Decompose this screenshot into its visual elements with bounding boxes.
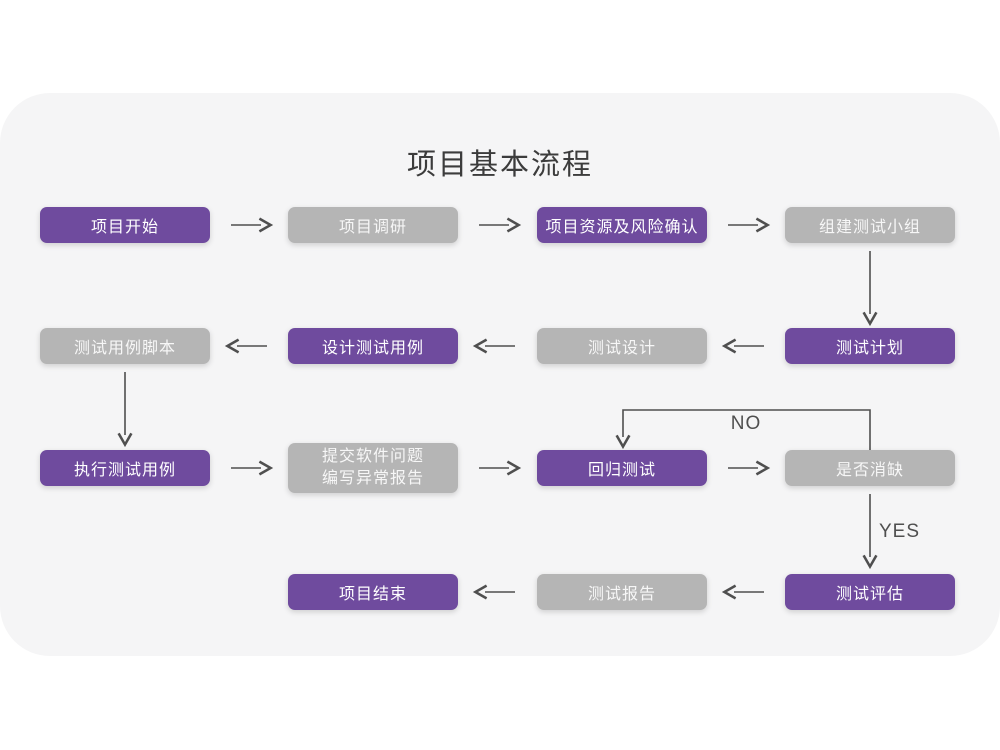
- flow-node-label: 测试设计: [587, 340, 656, 357]
- flow-node-label: 测试报告: [587, 586, 656, 603]
- flow-node-label: 设计测试用例: [321, 340, 424, 357]
- flow-node-label-line1: 提交软件问题: [321, 448, 424, 465]
- page-title: 项目基本流程: [406, 149, 593, 181]
- flow-node-design-test-case: 设计测试用例: [288, 328, 458, 364]
- flow-node-regression-test: 回归测试: [537, 450, 707, 486]
- flow-node-project-end: 项目结束: [288, 574, 458, 610]
- flow-node-label: 测试计划: [835, 340, 904, 357]
- flowchart-card: [0, 93, 1000, 656]
- flow-node-label: 执行测试用例: [73, 462, 176, 479]
- flow-node-label-line2: 编写异常报告: [321, 470, 424, 487]
- flow-node-label: 回归测试: [587, 462, 656, 479]
- flow-node-defect-cleared: 是否消缺: [785, 450, 955, 486]
- flow-node-label: 组建测试小组: [818, 219, 921, 236]
- flow-node-test-case-script: 测试用例脚本: [40, 328, 210, 364]
- flow-node-risk-confirm: 项目资源及风险确认: [537, 207, 707, 243]
- flow-node-build-test-team: 组建测试小组: [785, 207, 955, 243]
- flow-node-project-research: 项目调研: [288, 207, 458, 243]
- flow-node-label: 是否消缺: [835, 462, 904, 479]
- flow-node-label: 项目结束: [338, 586, 407, 603]
- flow-node-label: 项目资源及风险确认: [545, 219, 699, 236]
- flow-node-label: 项目开始: [90, 219, 159, 236]
- edge-label-no: NO: [730, 413, 762, 434]
- flow-node-project-start: 项目开始: [40, 207, 210, 243]
- flow-node-test-evaluation: 测试评估: [785, 574, 955, 610]
- flow-node-label: 测试评估: [835, 586, 904, 603]
- flow-node-label: 项目调研: [338, 219, 407, 236]
- flow-node-execute-test-case: 执行测试用例: [40, 450, 210, 486]
- flow-node-test-plan: 测试计划: [785, 328, 955, 364]
- flow-node-submit-issues: 提交软件问题 编写异常报告: [288, 443, 458, 493]
- flow-node-test-design: 测试设计: [537, 328, 707, 364]
- edge-label-yes: YES: [879, 521, 921, 542]
- flow-node-label: 测试用例脚本: [73, 340, 176, 357]
- flow-node-test-report: 测试报告: [537, 574, 707, 610]
